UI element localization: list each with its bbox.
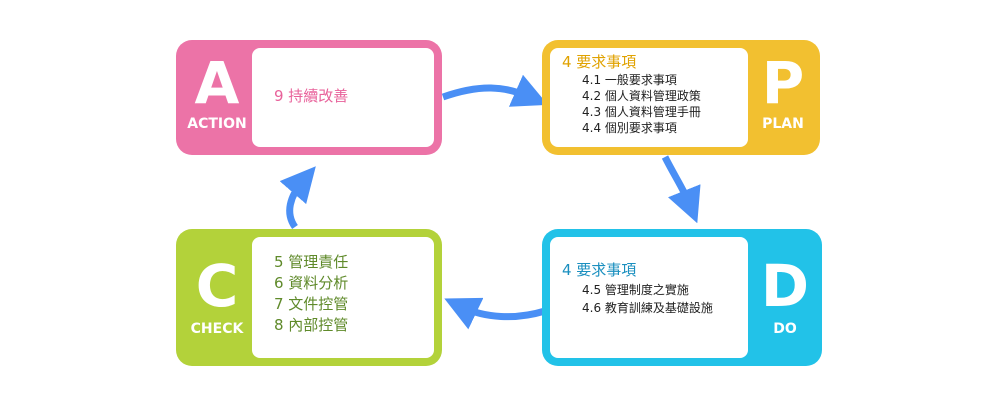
do-word: DO bbox=[773, 321, 797, 337]
do-card: 4 要求事項 4.5 管理制度之實施 4.6 教育訓練及基礎設施 D DO bbox=[542, 229, 822, 366]
do-subitem: 4.5 管理制度之實施 bbox=[582, 283, 689, 297]
arrow-action-to-plan bbox=[441, 74, 548, 107]
check-panel: 5 管理責任 6 資料分析 7 文件控管 8 內部控管 bbox=[252, 237, 434, 358]
plan-subitem: 4.4 個別要求事項 bbox=[582, 121, 677, 135]
plan-subitem: 4.2 個人資料管理政策 bbox=[582, 89, 701, 103]
check-item: 8 內部控管 bbox=[274, 316, 349, 334]
do-letter: D bbox=[760, 252, 810, 320]
action-letter: A bbox=[194, 49, 240, 117]
check-card: C CHECK 5 管理責任 6 資料分析 7 文件控管 8 內部控管 bbox=[176, 229, 442, 366]
do-panel: 4 要求事項 4.5 管理制度之實施 4.6 教育訓練及基礎設施 bbox=[550, 237, 748, 358]
do-heading: 4 要求事項 bbox=[562, 261, 637, 279]
arrow-check-to-action bbox=[279, 166, 316, 230]
action-panel: 9 持續改善 bbox=[252, 48, 434, 147]
action-word: ACTION bbox=[187, 116, 247, 132]
plan-panel: 4 要求事項 4.1 一般要求事項 4.2 個人資料管理政策 4.3 個人資料管… bbox=[550, 48, 748, 147]
check-item: 6 資料分析 bbox=[274, 274, 349, 292]
plan-subitem: 4.1 一般要求事項 bbox=[582, 73, 677, 87]
check-letter: C bbox=[195, 252, 239, 320]
check-item: 7 文件控管 bbox=[274, 295, 349, 313]
arrow-plan-to-do bbox=[661, 155, 701, 224]
plan-card: 4 要求事項 4.1 一般要求事項 4.2 個人資料管理政策 4.3 個人資料管… bbox=[542, 40, 820, 155]
action-item: 9 持續改善 bbox=[274, 87, 349, 105]
arrow-do-to-check bbox=[444, 297, 547, 330]
do-subitem: 4.6 教育訓練及基礎設施 bbox=[582, 301, 713, 315]
plan-subitem: 4.3 個人資料管理手冊 bbox=[582, 105, 701, 119]
check-item: 5 管理責任 bbox=[274, 253, 349, 271]
action-card: A ACTION 9 持續改善 bbox=[176, 40, 442, 155]
check-word: CHECK bbox=[190, 321, 244, 337]
plan-letter: P bbox=[761, 49, 805, 117]
plan-word: PLAN bbox=[762, 116, 804, 132]
plan-heading: 4 要求事項 bbox=[562, 53, 637, 71]
